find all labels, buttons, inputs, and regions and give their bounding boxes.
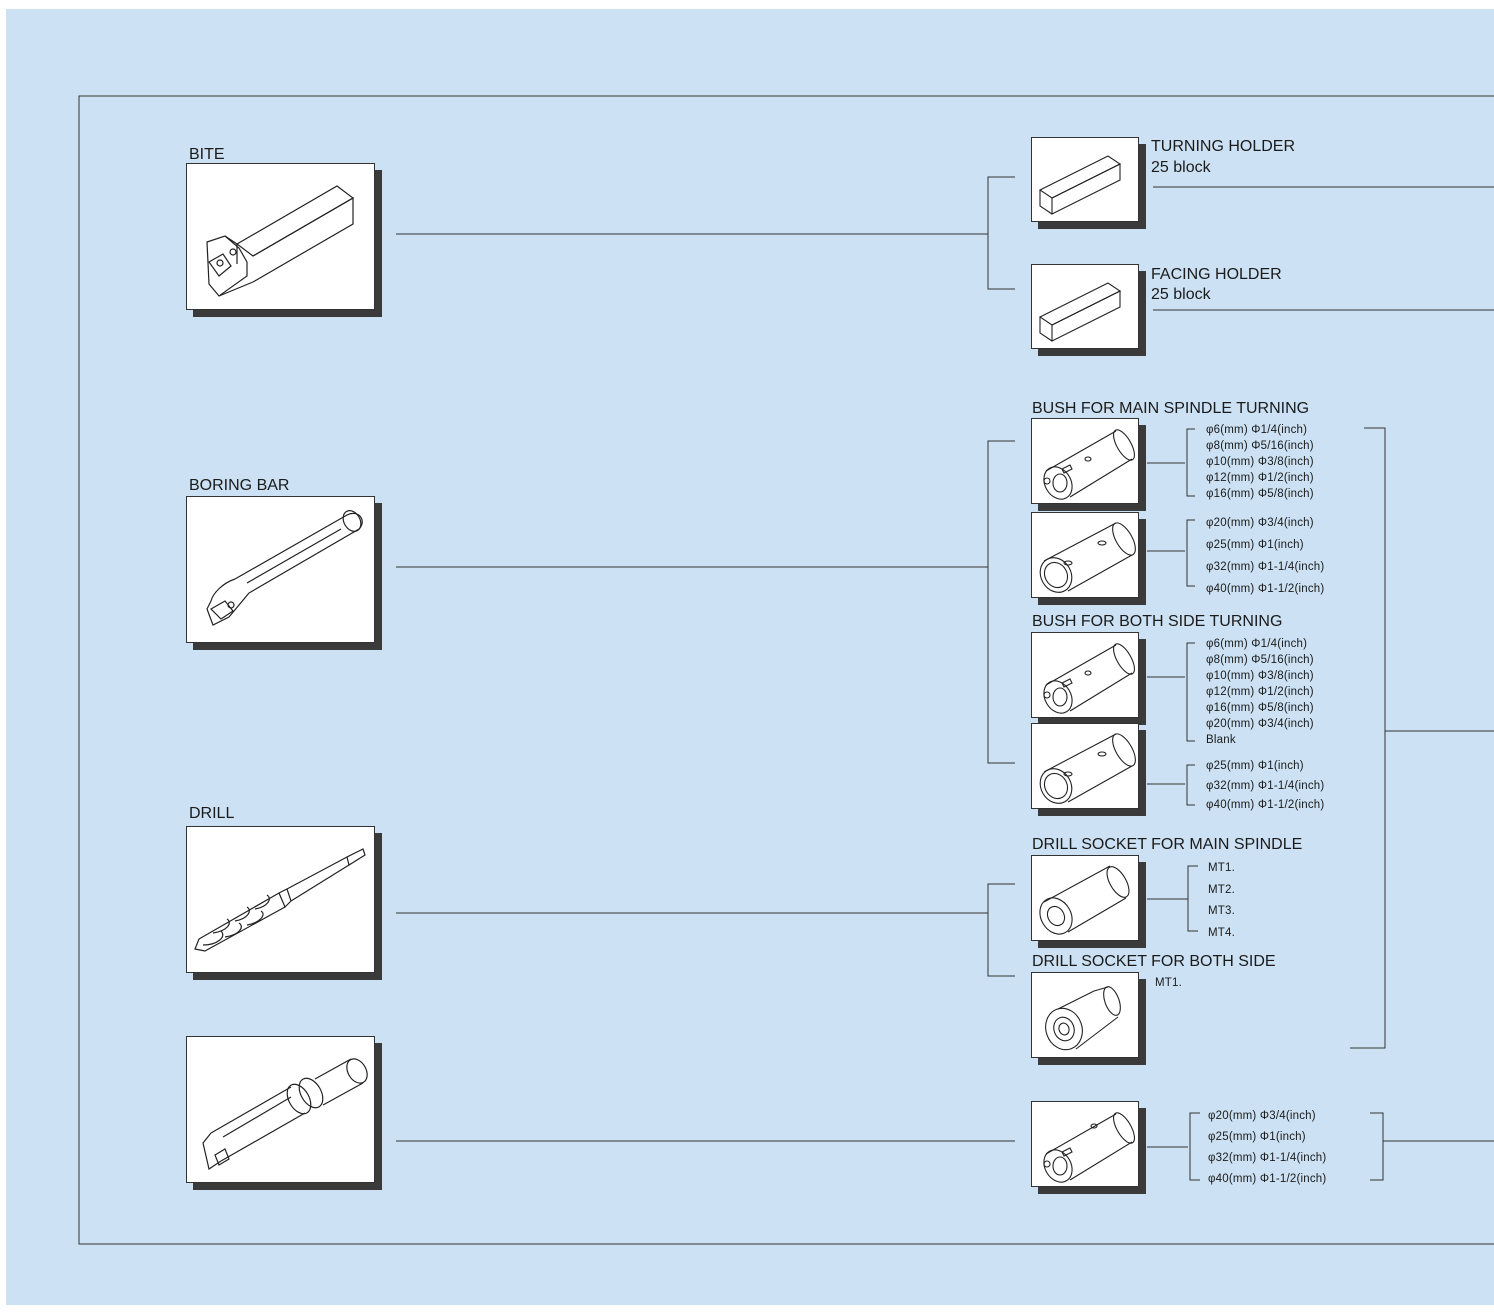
u-drill-icon — [202, 1058, 368, 1170]
bush-main-title: BUSH FOR MAIN SPINDLE TURNING — [1032, 400, 1310, 417]
bush-both-large-image — [1031, 723, 1139, 809]
u-drill-image — [186, 1036, 375, 1183]
bush-both-specs-1: φ6(mm) Φ1/4(inch)φ8(mm) Φ5/16(inch)φ10(m… — [1206, 638, 1314, 746]
drill-bracket — [987, 883, 1015, 977]
outer-frame-line — [78, 95, 1494, 1245]
bush1-bracket — [1186, 428, 1195, 497]
boring-bar-label: BORING BAR — [189, 477, 290, 494]
turning-holder-title: TURNING HOLDER — [1151, 138, 1296, 155]
bush-main-specs-2: φ20(mm) Φ3/4(inch)φ25(mm) Φ1(inch)φ32(mm… — [1206, 517, 1325, 595]
uwdrill-bracket-left — [1189, 1112, 1200, 1181]
turning-holder-image — [1031, 137, 1139, 222]
boring-bar-icon — [206, 510, 363, 626]
turning-holder-sub: 25 block — [1151, 159, 1211, 176]
boring-bracket — [987, 440, 1015, 764]
bush-both-small-image — [1031, 632, 1139, 718]
drill-socket-both-title: DRILL SOCKET FOR BOTH SIDE — [1032, 953, 1276, 970]
bite-label: BITE — [189, 146, 225, 163]
bush-main-small-image — [1031, 418, 1139, 504]
u-drill-bush-image — [1031, 1101, 1139, 1187]
bush-small-icon — [1043, 1112, 1135, 1183]
socket-bracket — [1187, 865, 1198, 932]
facing-holder-image — [1031, 264, 1139, 349]
drill-socket-main-image — [1031, 855, 1139, 941]
drill-image — [186, 826, 375, 973]
drill-socket-main-specs: MT1.MT2.MT3.MT4. — [1208, 862, 1235, 939]
bush-small-icon — [1043, 643, 1135, 714]
uwdrill-bracket-right — [1370, 1112, 1384, 1181]
bite-bracket — [987, 176, 1015, 290]
drill-label: DRILL — [189, 805, 235, 822]
bush-both-specs-2: φ25(mm) Φ1(inch)φ32(mm) Φ1-1/4(inch)φ40(… — [1206, 760, 1325, 811]
big-bracket — [1350, 427, 1386, 1049]
bush3-bracket — [1186, 642, 1195, 742]
bush2-bracket — [1186, 519, 1195, 587]
bush-main-large-image — [1031, 512, 1139, 598]
facing-holder-title: FACING HOLDER — [1151, 266, 1282, 283]
boring-bar-image — [186, 496, 375, 643]
bite-icon — [206, 185, 355, 297]
bush-both-title: BUSH FOR BOTH SIDE TURNING — [1032, 613, 1283, 630]
bush4-bracket — [1186, 764, 1195, 806]
drill-socket-icon — [1039, 865, 1130, 935]
turning-holder-icon — [1038, 155, 1122, 215]
facing-holder-sub: 25 block — [1151, 286, 1211, 303]
drill-socket-both-image — [1031, 972, 1139, 1058]
drill-socket-main-title: DRILL SOCKET FOR MAIN SPINDLE — [1032, 836, 1303, 853]
facing-holder-icon — [1038, 282, 1122, 342]
bush-large-icon — [1039, 733, 1136, 804]
bush-small-icon — [1043, 429, 1135, 500]
drill-icon — [194, 848, 366, 952]
u-drill-specs: φ20(mm) Φ3/4(inch)φ25(mm) Φ1(inch)φ32(mm… — [1208, 1110, 1327, 1185]
drill-socket-both-icon — [1045, 986, 1121, 1051]
drill-socket-both-specs: MT1. — [1155, 977, 1182, 989]
bite-image — [186, 163, 375, 310]
bush-main-specs-1: φ6(mm) Φ1/4(inch)φ8(mm) Φ5/16(inch)φ10(m… — [1206, 424, 1314, 500]
bush-large-icon — [1039, 522, 1136, 593]
